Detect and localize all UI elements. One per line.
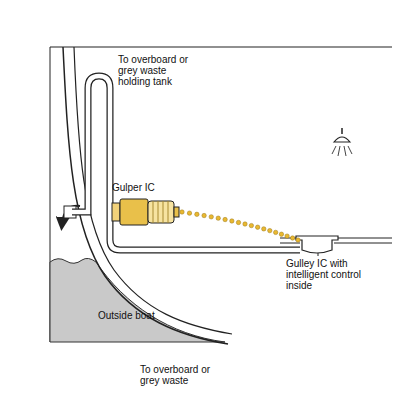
signal-dot bbox=[187, 211, 191, 215]
pipe bbox=[72, 76, 110, 212]
signal-dot bbox=[195, 212, 199, 216]
signal-dot bbox=[216, 216, 220, 220]
region-label: Outside boat bbox=[98, 310, 155, 321]
part-label: Gulper IC bbox=[112, 182, 155, 193]
gulley-fitting bbox=[296, 236, 338, 253]
signal-dot bbox=[255, 225, 259, 229]
signal-dot bbox=[262, 227, 266, 231]
signal-dot bbox=[273, 230, 277, 234]
signal-dot bbox=[279, 232, 283, 236]
pipe-destination-label: To overboard or grey waste bbox=[140, 364, 220, 386]
signal-dot bbox=[249, 223, 253, 227]
signal-dot bbox=[230, 219, 234, 223]
hull-inner bbox=[74, 47, 232, 334]
part-label: Gulley IC with intelligent control insid… bbox=[286, 258, 386, 291]
pipe bbox=[72, 76, 110, 212]
signal-dot bbox=[202, 213, 206, 217]
water bbox=[50, 258, 225, 342]
gulper-pump bbox=[112, 199, 179, 225]
hull-outer bbox=[63, 47, 228, 344]
signal-dot bbox=[180, 210, 184, 214]
signal-dots bbox=[180, 210, 300, 242]
signal-dot bbox=[296, 238, 300, 242]
shower-head bbox=[332, 128, 352, 156]
signal-dot bbox=[223, 217, 227, 221]
floor-line bbox=[280, 243, 392, 244]
signal-dot bbox=[285, 234, 289, 238]
pipe bbox=[110, 88, 300, 250]
signal-dot bbox=[236, 220, 240, 224]
frame-line bbox=[50, 46, 392, 47]
pipe bbox=[110, 88, 300, 250]
signal-dot bbox=[243, 222, 247, 226]
signal-dot bbox=[268, 228, 272, 232]
signal-dot bbox=[209, 215, 213, 219]
signal-dot bbox=[290, 236, 294, 240]
pipe-destination-label: To overboard or grey waste holding tank bbox=[118, 54, 200, 87]
leader-line bbox=[318, 253, 319, 256]
